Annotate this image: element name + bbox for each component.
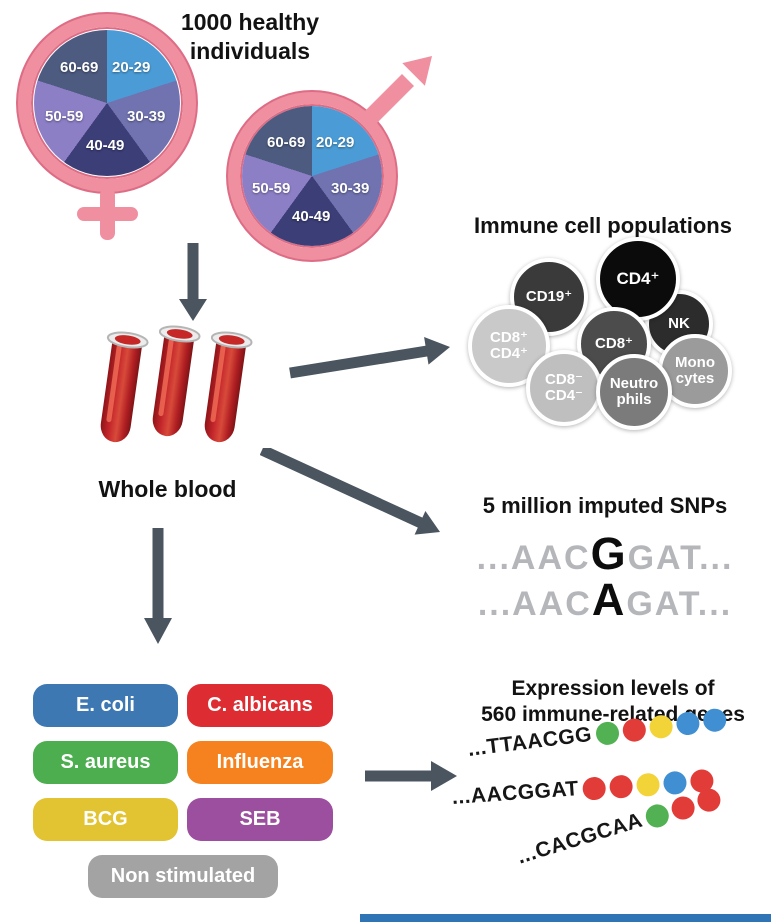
stimulus-bcg: BCG — [33, 798, 178, 841]
expression-dot — [642, 801, 672, 830]
whole-blood-label: Whole blood — [98, 476, 237, 502]
gene-seq-1: ...TTAACGG — [466, 722, 594, 761]
expression-dot — [694, 785, 723, 815]
stimulus-c-albicans: C. albicans — [187, 684, 333, 727]
pie-label-40-49: 40-49 — [86, 137, 125, 154]
cell-cd8-cd4-neg: CD8⁻ CD4⁻ — [526, 350, 602, 426]
expression-dot — [674, 710, 701, 736]
snp2-suffix: GAT... — [626, 585, 733, 623]
expression-dot — [701, 706, 728, 733]
pie-label-30-39: 30-39 — [331, 180, 370, 197]
arrow-to-immune-cells — [289, 337, 450, 379]
expression-dot — [621, 716, 647, 743]
arrow-to-snps — [260, 448, 440, 535]
female-age-pie: 20-29 30-39 40-49 50-59 60-69 — [34, 30, 180, 176]
blood-tube-2 — [152, 325, 201, 437]
expression-dot — [581, 775, 607, 801]
stimulus-e-coli: E. coli — [33, 684, 178, 727]
pie-label-60-69: 60-69 — [60, 59, 99, 76]
cell-neutrophils: Neutro phils — [596, 354, 672, 430]
pie-label-40-49: 40-49 — [292, 208, 331, 225]
expression-dot — [662, 770, 688, 795]
stimulus-seb: SEB — [187, 798, 333, 841]
cell-cd19: CD19⁺ — [510, 258, 588, 336]
stimulus-non-stimulated: Non stimulated — [88, 855, 278, 898]
pie-label-20-29: 20-29 — [112, 59, 151, 76]
blood-tube-3 — [204, 331, 253, 443]
female-symbol-ring: 20-29 30-39 40-49 50-59 60-69 — [18, 14, 196, 192]
gene-seq-3: ...CACGCAA — [514, 808, 646, 869]
snp2-prefix: ...AAC — [477, 585, 592, 623]
gene-seq-2: ...AACGGAT — [451, 777, 580, 809]
stimulus-s-aureus: S. aureus — [33, 741, 178, 784]
male-symbol-arrow — [364, 56, 432, 124]
female-symbol-crossbar — [77, 207, 138, 221]
pie-label-60-69: 60-69 — [267, 134, 306, 151]
snp-sequence-2: ...AACAGAT... — [438, 574, 771, 626]
arrow-to-blood — [179, 243, 207, 321]
bottom-crop-bar — [360, 914, 771, 922]
snp-sequence-1: ...AACGGAT... — [438, 528, 771, 580]
expression-dot — [648, 713, 674, 740]
snp1-prefix: ...AAC — [476, 539, 591, 577]
expression-dot — [668, 793, 698, 822]
blood-tube-1 — [100, 331, 149, 443]
snps-title: 5 million imputed SNPs — [482, 493, 728, 518]
expression-dot — [594, 720, 621, 746]
pie-label-20-29: 20-29 — [316, 134, 355, 151]
male-age-pie: 20-29 30-39 40-49 50-59 60-69 — [242, 106, 382, 246]
pie-label-50-59: 50-59 — [45, 108, 84, 125]
snp2-variant-allele: A — [591, 574, 627, 625]
arrow-to-expression — [365, 761, 457, 791]
pie-label-30-39: 30-39 — [127, 108, 166, 125]
snp1-variant-allele: G — [590, 528, 628, 579]
stimulus-influenza: Influenza — [187, 741, 333, 784]
snp1-suffix: GAT... — [627, 539, 734, 577]
immune-populations-title: Immune cell populations — [474, 213, 732, 238]
arrow-to-stimuli — [144, 528, 172, 644]
pie-label-50-59: 50-59 — [252, 180, 291, 197]
expression-dot — [608, 773, 634, 799]
blood-tubes-illustration — [100, 325, 253, 443]
expression-dot — [635, 772, 661, 797]
figure-title: 1000 healthy individuals — [180, 9, 320, 64]
